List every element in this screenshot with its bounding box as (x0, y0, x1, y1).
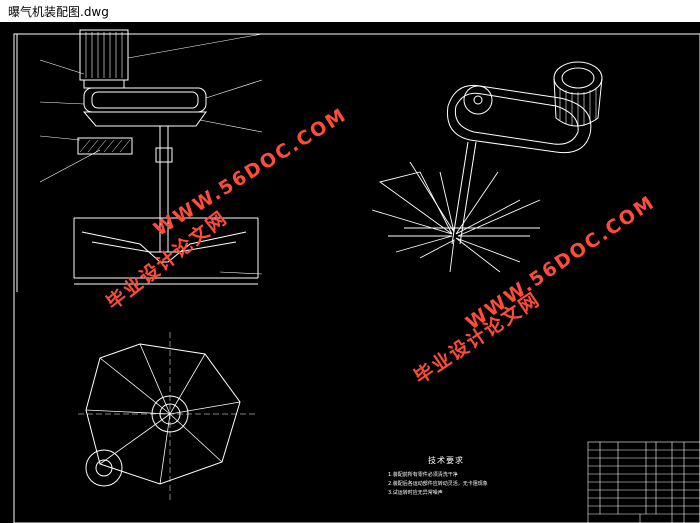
window-titlebar: 曝气机装配图.dwg (0, 0, 700, 23)
tech-notes-title: 技术要求 (428, 456, 464, 465)
tech-note-1: 1.装配前所有零件必须清洗干净 (388, 472, 458, 478)
front-view (39, 29, 263, 285)
title-block (587, 441, 700, 523)
isometric-view (371, 61, 603, 273)
window-title: 曝气机装配图.dwg (8, 5, 109, 19)
drawing-border (13, 33, 700, 523)
support-beam (77, 137, 133, 155)
tech-note-2: 2.装配后各运动部件应转动灵活，无卡阻现象 (388, 481, 488, 487)
tech-note-3: 3.试运转时应无异常噪声 (388, 490, 443, 496)
top-view (78, 332, 258, 500)
cad-drawing (13, 29, 700, 523)
drawing-canvas[interactable]: 技术要求 1.装配前所有零件必须清洗干净 2.装配后各运动部件应转动灵活，无卡阻… (0, 22, 700, 523)
